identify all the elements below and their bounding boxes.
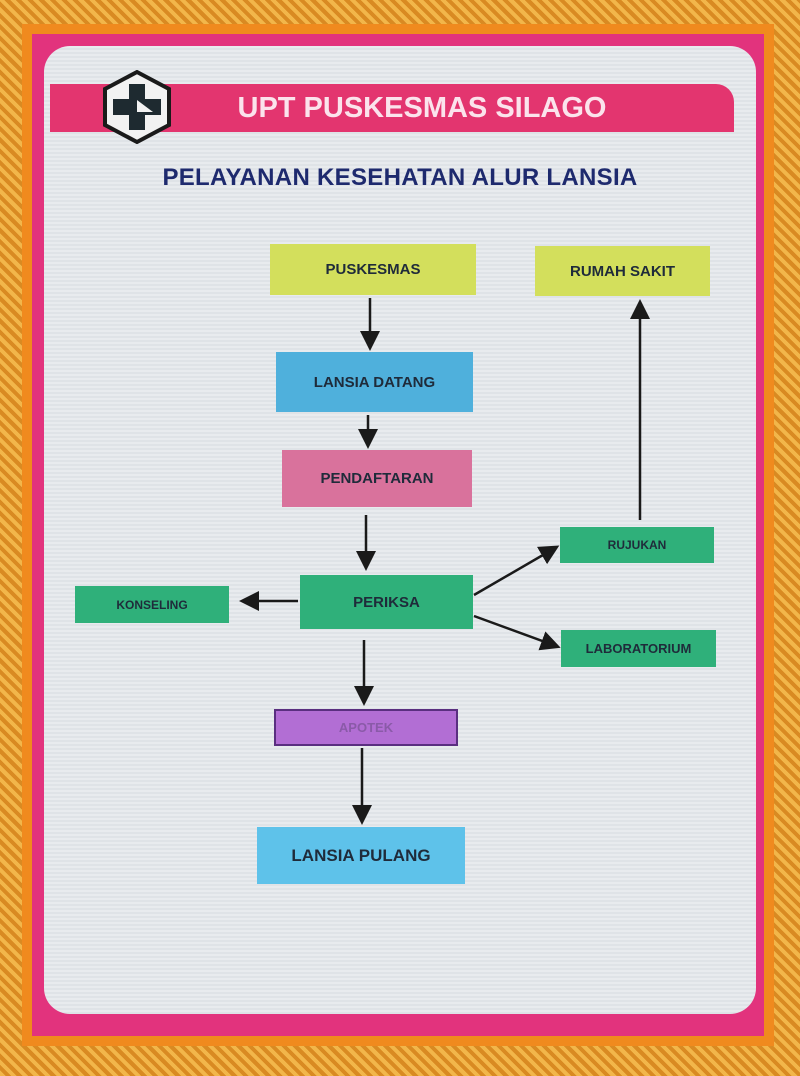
arrow-periksa-rujukan xyxy=(473,545,560,597)
node-label: LABORATORIUM xyxy=(585,641,692,656)
node-apotek: APOTEK xyxy=(274,709,458,746)
arrow-periksa-laboratorium xyxy=(473,614,561,651)
puskesmas-cross-logo-icon xyxy=(101,69,173,145)
node-label: PENDAFTARAN xyxy=(320,470,434,487)
node-periksa: PERIKSA xyxy=(300,575,473,629)
node-laboratorium: LABORATORIUM xyxy=(561,630,716,667)
node-konseling: KONSELING xyxy=(75,586,229,623)
node-label: LANSIA PULANG xyxy=(291,845,431,865)
node-label: RUJUKAN xyxy=(607,538,667,552)
node-puskesmas: PUSKESMAS xyxy=(270,244,476,295)
page-subtitle: PELAYANAN KESEHATAN ALUR LANSIA xyxy=(162,164,638,191)
node-rumah-sakit: RUMAH SAKIT xyxy=(535,246,710,296)
node-pendaftaran: PENDAFTARAN xyxy=(282,450,472,507)
page-title: UPT PUSKESMAS SILAGO xyxy=(237,92,607,124)
node-label: PUSKESMAS xyxy=(325,261,421,278)
node-label: KONSELING xyxy=(116,597,188,612)
node-rujukan: RUJUKAN xyxy=(560,527,714,563)
node-label: LANSIA DATANG xyxy=(313,373,436,391)
node-label: RUMAH SAKIT xyxy=(570,262,675,280)
node-label: APOTEK xyxy=(338,720,394,735)
node-lansia-pulang: LANSIA PULANG xyxy=(257,827,465,884)
node-label: PERIKSA xyxy=(353,593,420,611)
node-lansia-datang: LANSIA DATANG xyxy=(276,352,473,412)
